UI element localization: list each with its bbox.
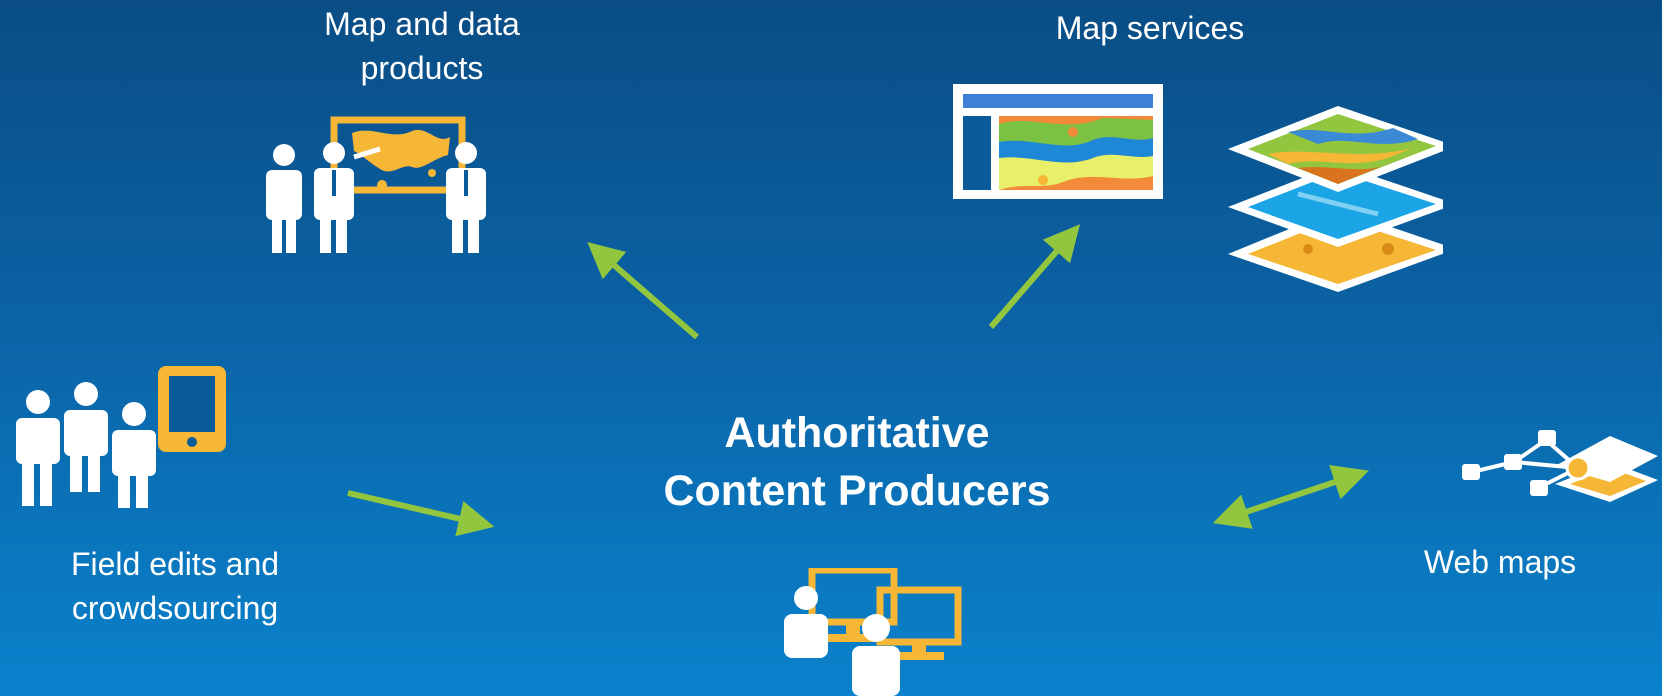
map-services-label: Map services xyxy=(1055,10,1245,46)
web-map-layers-icon xyxy=(1460,426,1660,518)
field-edits-label: Field edits and crowdsourcing xyxy=(70,546,280,626)
map-services-icon xyxy=(953,84,1443,294)
arrow-to-map-products xyxy=(587,242,699,340)
arrow-from-field-edits xyxy=(347,490,495,537)
arrow-web-maps xyxy=(1212,465,1369,529)
center-title: Authoritative Content Producers xyxy=(663,409,1051,515)
content-producers-icon xyxy=(782,568,982,696)
web-maps-label: Web maps xyxy=(1423,544,1577,580)
arrow-to-map-services xyxy=(988,224,1081,329)
presentation-map-icon xyxy=(262,115,494,255)
map-products-label: Map and data products xyxy=(324,6,520,86)
field-crowd-icon xyxy=(14,364,234,509)
